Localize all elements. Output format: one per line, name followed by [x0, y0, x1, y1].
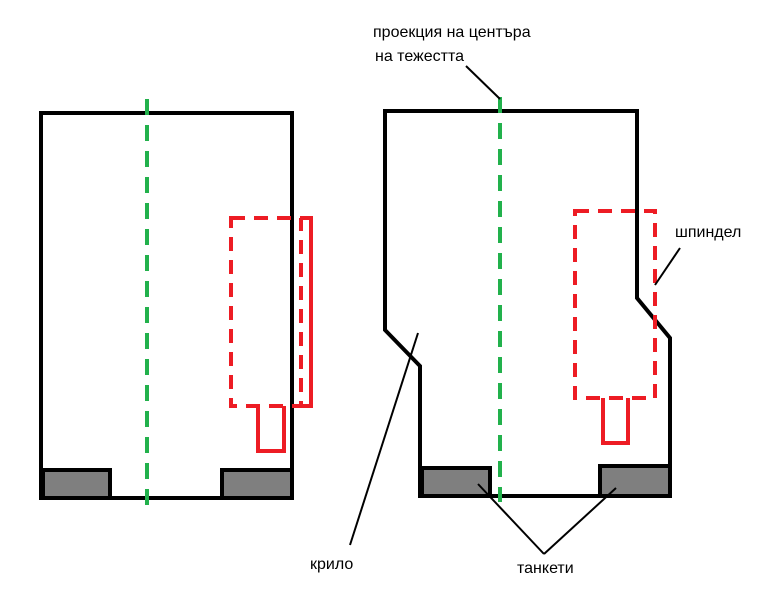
- wing-leader-line: [349, 332, 419, 546]
- left-spindle-hidden-outline: [229, 216, 303, 408]
- right-pad-right: [598, 464, 672, 498]
- right-spindle: [573, 209, 657, 445]
- right-body: [383, 97, 672, 502]
- cog-projection-label-line2: на тежестта: [375, 48, 464, 65]
- pads-leader-line-left: [477, 483, 545, 555]
- left-spindle-visible-edge: [301, 216, 313, 408]
- wing-label: крило: [310, 556, 353, 573]
- cog-leader-line: [465, 65, 501, 100]
- pads-label: танкети: [517, 560, 574, 577]
- right-pad-left: [420, 466, 492, 498]
- left-body: [39, 99, 313, 510]
- cog-projection-label-line1: проекция на центъра: [373, 24, 531, 41]
- pads-leader-line-right: [543, 487, 617, 555]
- spindle-label: шпиндел: [675, 224, 741, 241]
- leader-lines: [349, 65, 681, 555]
- left-body-outline: [39, 111, 294, 500]
- right-spindle-hidden-outline: [573, 209, 657, 400]
- left-spindle: [229, 216, 313, 453]
- right-spindle-tip: [601, 398, 630, 445]
- spindle-leader-line: [654, 247, 681, 286]
- left-pad-left: [41, 468, 112, 500]
- left-pad-right: [220, 468, 294, 500]
- left-spindle-tip: [256, 406, 286, 453]
